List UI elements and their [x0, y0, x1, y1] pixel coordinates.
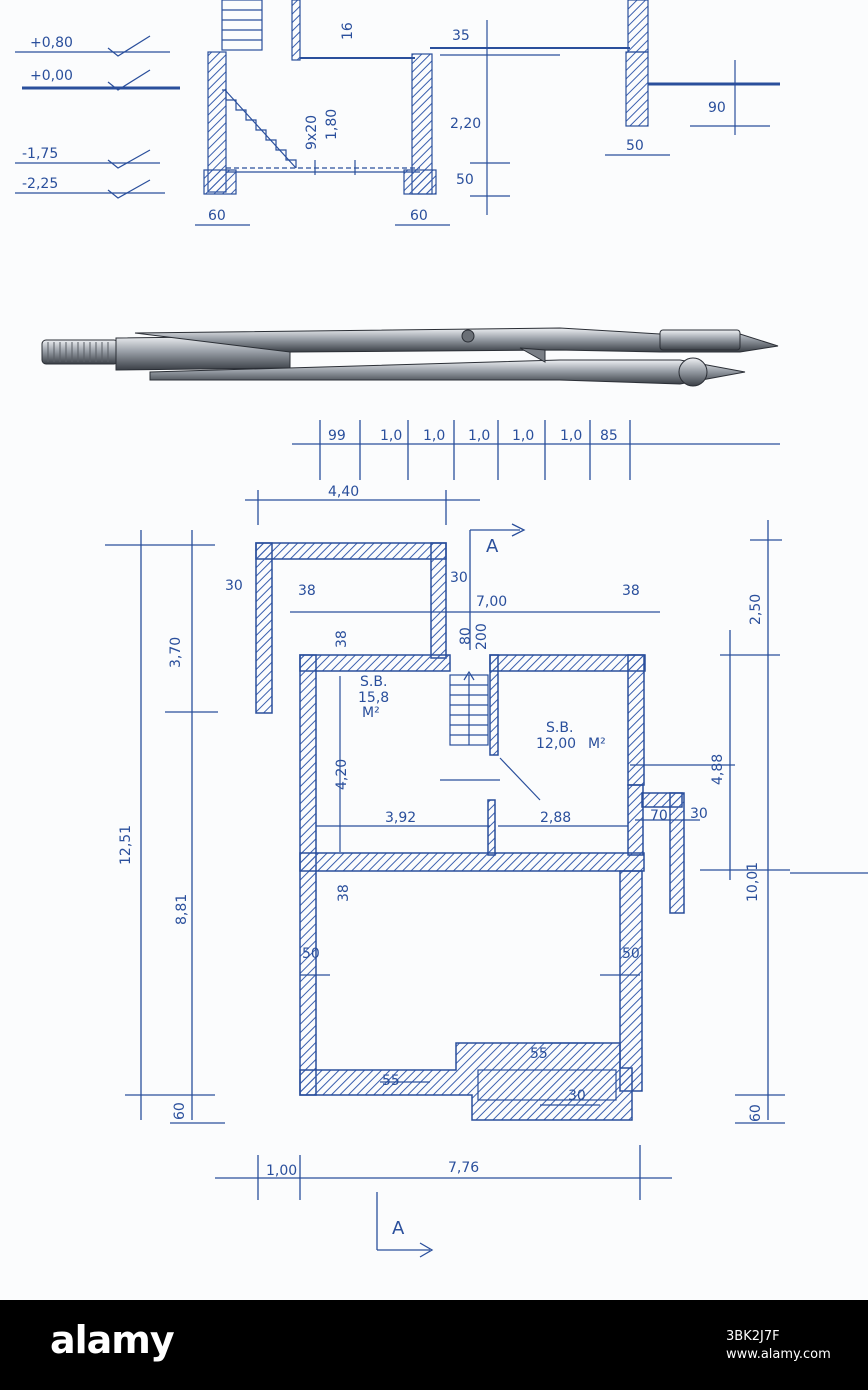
room-area: 15,8 — [358, 690, 389, 706]
dimension-label: 10,01 — [745, 862, 761, 902]
level-label: +0,00 — [30, 68, 73, 84]
room-area: 12,00 — [536, 736, 576, 752]
wall-label: 55 — [382, 1073, 400, 1089]
site-url: www.alamy.com — [726, 1347, 831, 1362]
image-reference: 3BK2J7F www.alamy.com — [726, 1328, 831, 1364]
brand-logo: alamy — [50, 1318, 175, 1362]
room-unit: M² — [362, 705, 380, 721]
room-width: 2,88 — [540, 810, 571, 826]
section-drawing — [15, 0, 780, 226]
dimension-label: 2,20 — [450, 116, 481, 132]
wall-label: 80 — [458, 627, 474, 645]
wall-label: 55 — [530, 1046, 548, 1062]
dimension-label: 4,40 — [328, 484, 359, 500]
dimension-label: 99 — [328, 428, 346, 444]
wall-label: 50 — [302, 946, 320, 962]
wall-label: 30 — [568, 1088, 586, 1104]
wall-label: 200 — [474, 623, 490, 650]
wall-label: 38 — [336, 884, 352, 902]
dimension-label: 60 — [748, 1104, 764, 1122]
wall-label: 30 — [690, 806, 708, 822]
drafting-compass — [41, 327, 779, 387]
wall-label: 30 — [225, 578, 243, 594]
floor-plan — [105, 420, 868, 1258]
room-width: 3,92 — [385, 810, 416, 826]
dimension-label: 85 — [600, 428, 618, 444]
dimension-label: 7,00 — [476, 594, 507, 610]
level-label: -2,25 — [22, 176, 58, 192]
dimension-label: 1,80 — [324, 109, 340, 140]
blueprint-photo: +0,80 +0,00 -1,75 -2,25 35 2,20 50 60 60… — [15, 0, 868, 1258]
dimension-label: 35 — [452, 28, 470, 44]
stock-footer — [0, 1300, 868, 1390]
dimension-label: 60 — [172, 1102, 188, 1120]
dimension-label: 1,00 — [266, 1163, 297, 1179]
level-label: +0,80 — [30, 35, 73, 51]
dimension-label: 60 — [410, 208, 428, 224]
dimension-label: 2,50 — [748, 594, 764, 625]
dimension-label: 7,76 — [448, 1160, 479, 1176]
section-marker: A — [486, 536, 499, 557]
dimension-label: 1,0 — [560, 428, 582, 444]
room-code: S.B. — [360, 674, 387, 690]
room-unit: M² — [588, 736, 606, 752]
wall-label: 50 — [622, 946, 640, 962]
section-labels: +0,80 +0,00 -1,75 -2,25 35 2,20 50 60 60… — [22, 22, 726, 224]
wall-label: 38 — [298, 583, 316, 599]
dimension-label: 60 — [208, 208, 226, 224]
dimension-label: 16 — [340, 22, 356, 40]
room-code: S.B. — [546, 720, 573, 736]
plan-interior — [300, 670, 735, 1106]
dimension-label: 1,0 — [468, 428, 490, 444]
image-id: 3BK2J7F — [726, 1329, 780, 1344]
dimension-label: 8,81 — [174, 894, 190, 925]
wall-label: 30 — [450, 570, 468, 586]
section-marker: A — [392, 1218, 405, 1239]
wall-label: 38 — [334, 630, 350, 648]
dimension-label: 3,70 — [168, 637, 184, 668]
dimension-label: 4,88 — [710, 754, 726, 785]
dimension-label: 1,0 — [423, 428, 445, 444]
plan-walls — [255, 542, 685, 1121]
room-height: 4,20 — [334, 759, 350, 790]
dimension-label: 12,51 — [118, 825, 134, 865]
dimension-label: 50 — [456, 172, 474, 188]
dimension-label: 90 — [708, 100, 726, 116]
dimension-label: 1,0 — [512, 428, 534, 444]
wall-label: 38 — [622, 583, 640, 599]
wall-label: 70 — [650, 808, 668, 824]
dimension-label: 1,0 — [380, 428, 402, 444]
dimension-label: 9x20 — [304, 115, 320, 150]
level-label: -1,75 — [22, 146, 58, 162]
plan-labels: 99 1,0 1,0 1,0 1,0 1,0 85 4,40 7,00 3,70… — [118, 428, 764, 1239]
dimension-label: 50 — [626, 138, 644, 154]
